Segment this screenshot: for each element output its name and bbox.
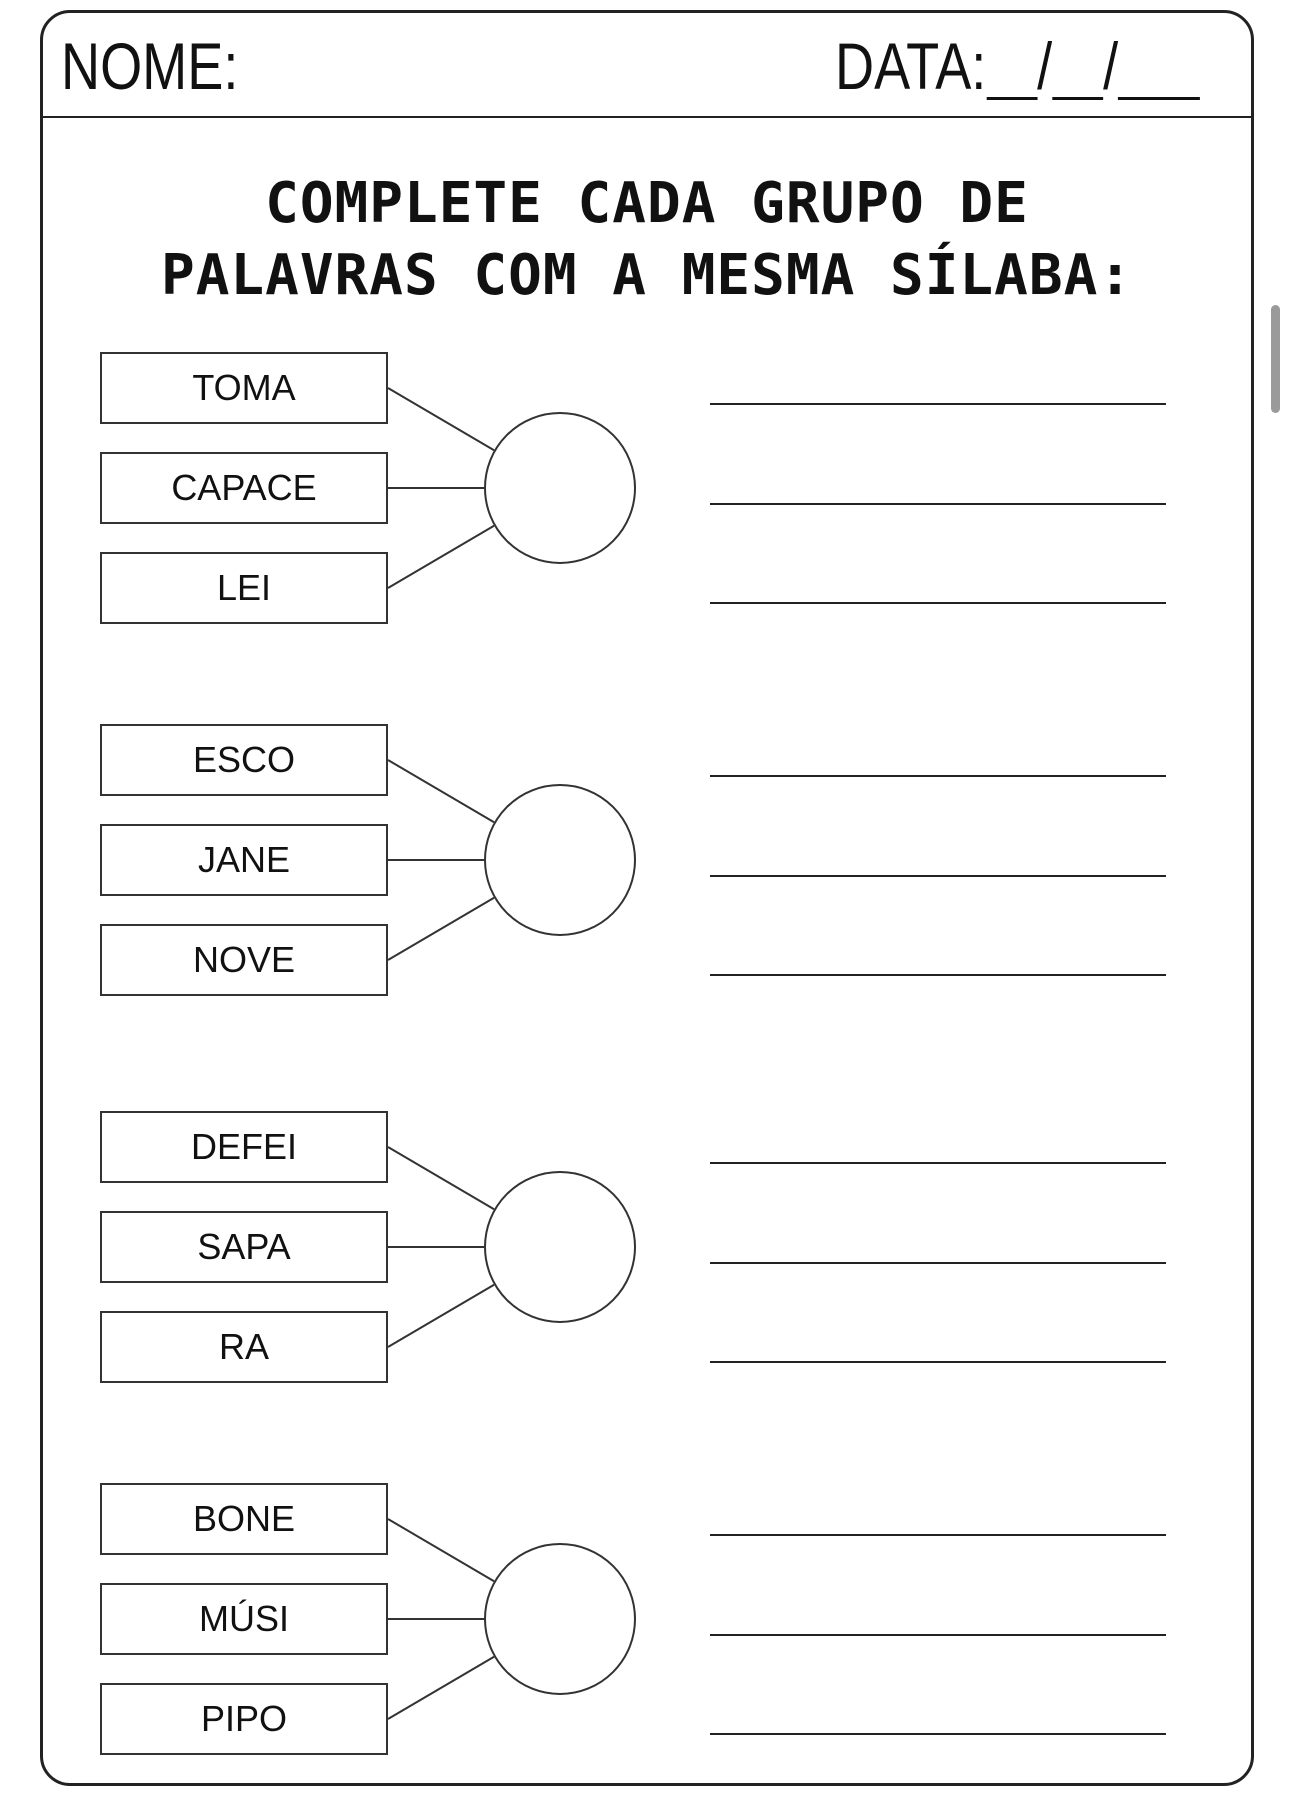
answer-write-line[interactable] <box>710 1162 1166 1164</box>
word-box: NOVE <box>100 924 388 996</box>
scrollbar-thumb[interactable] <box>1271 305 1280 413</box>
instructions: COMPLETE CADA GRUPO DE PALAVRAS COM A ME… <box>43 168 1251 312</box>
answer-write-line[interactable] <box>710 503 1166 505</box>
answer-write-line[interactable] <box>710 1361 1166 1363</box>
instructions-line-2: PALAVRAS COM A MESMA SÍLABA: <box>160 243 1133 308</box>
date-separator: / <box>1037 29 1053 103</box>
word-box: TOMA <box>100 352 388 424</box>
name-label: NOME: <box>61 29 239 103</box>
date-day-blank[interactable] <box>986 33 1038 100</box>
word-box: LEI <box>100 552 388 624</box>
word-box: RA <box>100 1311 388 1383</box>
answer-write-line[interactable] <box>710 1634 1166 1636</box>
date-year-blank[interactable] <box>1118 33 1201 100</box>
word-box: SAPA <box>100 1211 388 1283</box>
syllable-answer-circle[interactable] <box>484 1171 636 1323</box>
word-box: PIPO <box>100 1683 388 1755</box>
word-box: CAPACE <box>100 452 388 524</box>
word-box: ESCO <box>100 724 388 796</box>
word-box: BONE <box>100 1483 388 1555</box>
syllable-answer-circle[interactable] <box>484 784 636 936</box>
answer-write-line[interactable] <box>710 403 1166 405</box>
instructions-line-1: COMPLETE CADA GRUPO DE <box>265 171 1029 236</box>
answer-write-line[interactable] <box>710 1534 1166 1536</box>
word-box: MÚSI <box>100 1583 388 1655</box>
answer-write-line[interactable] <box>710 875 1166 877</box>
date-label: DATA: <box>835 29 987 103</box>
answer-write-line[interactable] <box>710 1262 1166 1264</box>
answer-write-line[interactable] <box>710 1733 1166 1735</box>
word-box: JANE <box>100 824 388 896</box>
date-separator: / <box>1103 29 1119 103</box>
answer-write-line[interactable] <box>710 775 1166 777</box>
date-field: DATA: / / <box>835 29 1201 103</box>
syllable-answer-circle[interactable] <box>484 1543 636 1695</box>
answer-write-line[interactable] <box>710 602 1166 604</box>
answer-write-line[interactable] <box>710 974 1166 976</box>
word-box: DEFEI <box>100 1111 388 1183</box>
header-bar: NOME: DATA: / / <box>43 13 1251 118</box>
syllable-answer-circle[interactable] <box>484 412 636 564</box>
date-month-blank[interactable] <box>1052 33 1104 100</box>
